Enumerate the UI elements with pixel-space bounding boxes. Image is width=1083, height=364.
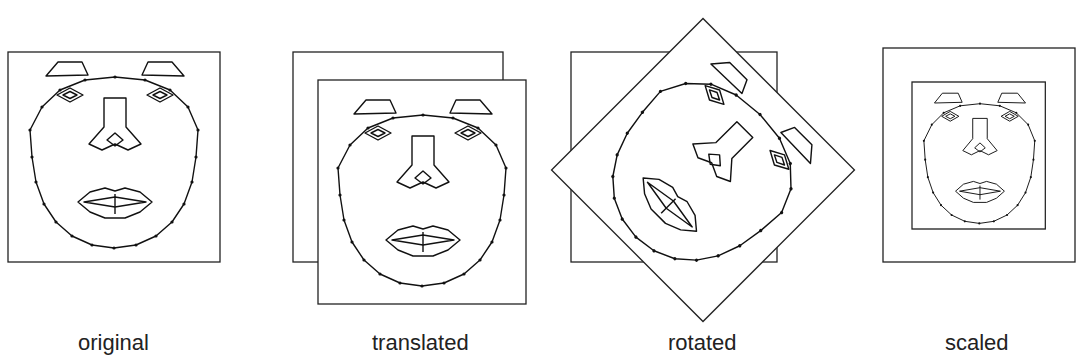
panel-label: translated xyxy=(372,328,469,358)
rotated-panel xyxy=(552,19,855,322)
face xyxy=(923,93,1036,224)
frame xyxy=(552,19,855,322)
translated-panel xyxy=(318,80,526,304)
panel-label: rotated xyxy=(668,328,737,358)
frame-before xyxy=(883,48,1075,262)
original-panel xyxy=(8,52,220,262)
face xyxy=(336,100,507,288)
panel-label: original xyxy=(78,328,149,358)
face xyxy=(28,62,199,250)
panel-label: scaled xyxy=(945,328,1009,358)
frame xyxy=(318,80,526,304)
scaled-panel xyxy=(912,82,1045,229)
frame xyxy=(912,82,1045,229)
frame xyxy=(8,52,220,262)
face xyxy=(573,41,832,300)
